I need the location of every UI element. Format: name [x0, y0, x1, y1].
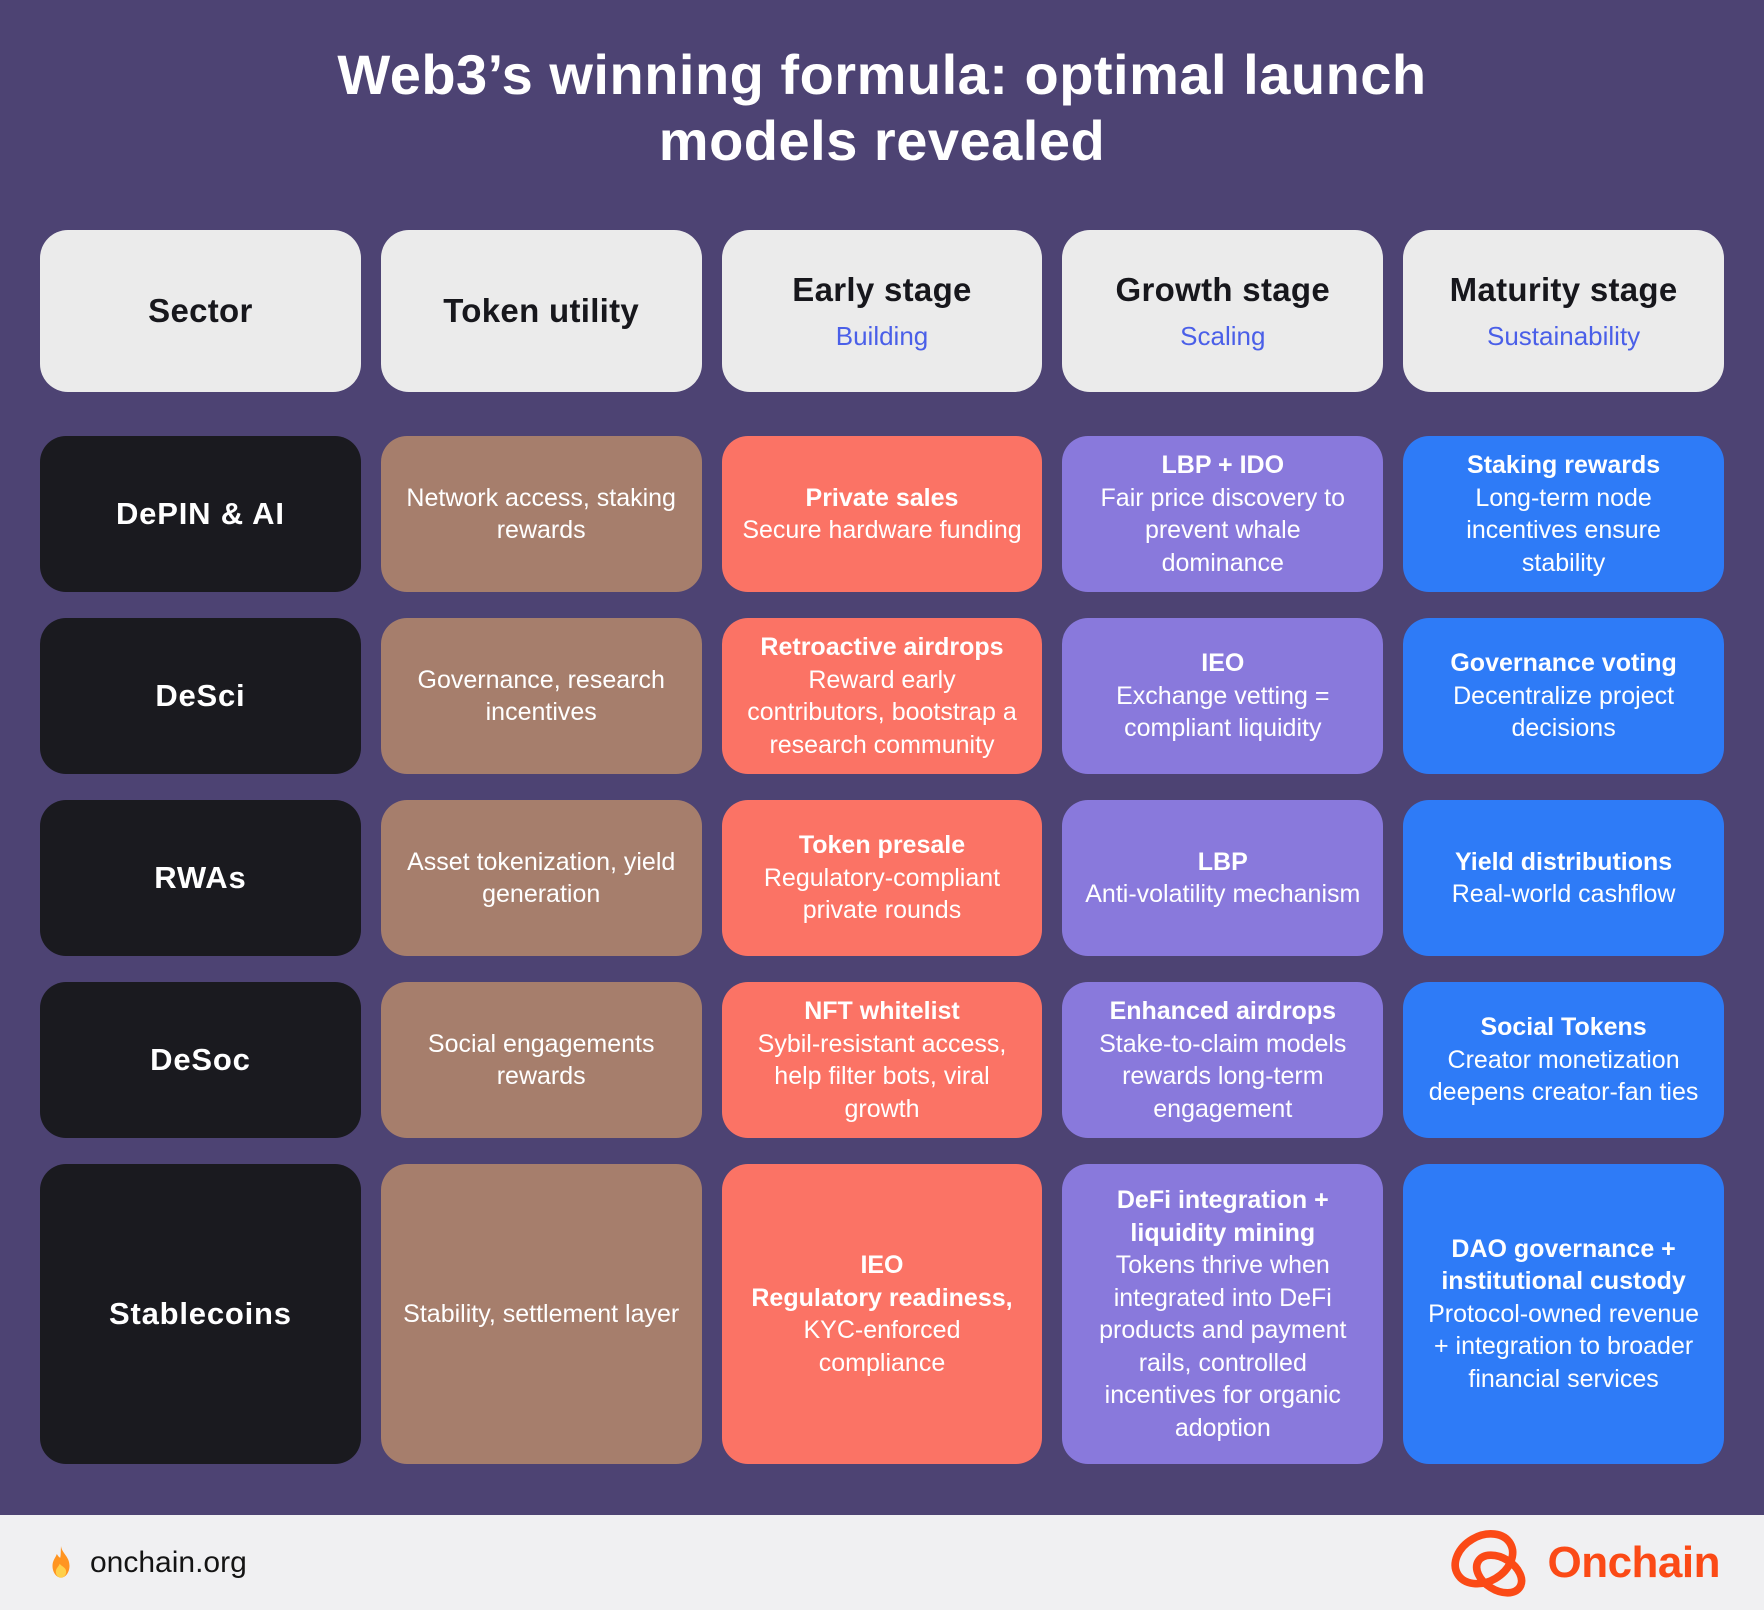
onchain-logo-icon — [1445, 1525, 1533, 1601]
table-row-desoc: DeSoc Social engagements rewards NFT whi… — [40, 982, 1724, 1139]
column-header-early-stage: Early stage Building — [721, 230, 1043, 393]
cell-title: Staking rewards — [1467, 451, 1661, 480]
table-body: DePIN & AI Network access, staking rewar… — [0, 436, 1764, 1465]
cell-body: Tokens thrive when integrated into DeFi … — [1099, 1251, 1347, 1442]
maturity-stage-cell: Governance voting Decentralize project d… — [1403, 618, 1724, 775]
column-header-subtitle: Building — [835, 320, 929, 351]
cell-title: LBP — [1197, 847, 1248, 876]
column-header-growth-stage: Growth stage Scaling — [1062, 230, 1384, 393]
column-header-token-utility: Token utility — [380, 230, 702, 393]
token-utility-cell: Asset tokenization, yield generation — [380, 800, 702, 957]
early-stage-cell: IEO Regulatory readiness, KYC-enforced c… — [721, 1164, 1043, 1465]
cell-title: LBP + IDO — [1161, 451, 1285, 480]
footer-site-text: onchain.org — [90, 1545, 247, 1579]
sector-cell: DeSci — [40, 618, 361, 775]
early-stage-cell: Private sales Secure hardware funding — [721, 436, 1043, 593]
cell-title: DeFi integration + liquidity mining — [1116, 1186, 1329, 1247]
table-row-depin-ai: DePIN & AI Network access, staking rewar… — [40, 436, 1724, 593]
maturity-stage-cell: Yield distributions Real-world cashflow — [1403, 800, 1724, 957]
cell-title: Social Tokens — [1480, 1013, 1647, 1042]
growth-stage-cell: IEO Exchange vetting = compliant liquidi… — [1062, 618, 1384, 775]
growth-stage-cell: LBP Anti-volatility mechanism — [1062, 800, 1384, 957]
growth-stage-cell: DeFi integration + liquidity mining Toke… — [1062, 1164, 1384, 1465]
cell-title: Private sales — [805, 483, 959, 512]
sector-cell: Stablecoins — [40, 1164, 361, 1465]
cell-body: Protocol-owned revenue + integration to … — [1428, 1299, 1700, 1393]
maturity-stage-cell: DAO governance + institutional custody P… — [1403, 1164, 1724, 1465]
cell-body: Creator monetization deepens creator-fan… — [1428, 1045, 1699, 1107]
cell-body: Regulatory-compliant private rounds — [763, 863, 1001, 925]
footer-bar: onchain.org Onchain — [0, 1515, 1764, 1610]
column-header-sector: Sector — [40, 230, 361, 393]
cell-body: Long-term node incentives ensure stabili… — [1466, 483, 1661, 577]
cell-body: Stake-to-claim models rewards long-term … — [1099, 1029, 1347, 1123]
column-header-subtitle: Scaling — [1180, 320, 1266, 351]
column-header-label: Early stage — [792, 270, 972, 308]
cell-body: Anti-volatility mechanism — [1085, 880, 1361, 909]
cell-title: DAO governance + institutional custody — [1441, 1234, 1686, 1296]
cell-body: Reward early contributors, bootstrap a r… — [747, 665, 1017, 759]
onchain-brand-text: Onchain — [1547, 1537, 1720, 1587]
cell-body: Secure hardware funding — [742, 516, 1022, 545]
maturity-stage-cell: Staking rewards Long-term node incentive… — [1403, 436, 1724, 593]
column-header-maturity-stage: Maturity stage Sustainability — [1403, 230, 1724, 393]
footer-site-link[interactable]: onchain.org — [44, 1544, 247, 1582]
header-row: Sector Token utility Early stage Buildin… — [40, 230, 1724, 393]
cell-body: Real-world cashflow — [1451, 880, 1676, 909]
column-header-label: Token utility — [443, 292, 640, 330]
maturity-stage-cell: Social Tokens Creator monetization deepe… — [1403, 982, 1724, 1139]
table-row-stablecoins: Stablecoins Stability, settlement layer … — [40, 1164, 1724, 1465]
token-utility-cell: Network access, staking rewards — [380, 436, 702, 593]
page-title: Web3’s winning formula: optimal launch m… — [337, 43, 1427, 173]
cell-body: Sybil-resistant access, help filter bots… — [757, 1029, 1007, 1123]
early-stage-cell: NFT whitelist Sybil-resistant access, he… — [721, 982, 1043, 1139]
sector-cell: RWAs — [40, 800, 361, 957]
sector-cell: DeSoc — [40, 982, 361, 1139]
growth-stage-cell: LBP + IDO Fair price discovery to preven… — [1062, 436, 1384, 593]
sector-cell: DePIN & AI — [40, 436, 361, 593]
cell-body: KYC-enforced compliance — [803, 1316, 961, 1377]
column-header-label: Growth stage — [1115, 270, 1331, 308]
cell-body: Decentralize project decisions — [1453, 681, 1675, 743]
cell-body: Exchange vetting = compliant liquidity — [1116, 681, 1330, 743]
cell-title: Retroactive airdrops — [760, 633, 1004, 662]
table-row-rwas: RWAs Asset tokenization, yield generatio… — [40, 800, 1724, 957]
token-utility-cell: Governance, research incentives — [380, 618, 702, 775]
table-row-desci: DeSci Governance, research incentives Re… — [40, 618, 1724, 775]
cell-title: Yield distributions — [1455, 847, 1673, 876]
early-stage-cell: Retroactive airdrops Reward early contri… — [721, 618, 1043, 775]
cell-title: Governance voting — [1450, 649, 1677, 678]
column-header-label: Maturity stage — [1449, 270, 1678, 308]
cell-title: Token presale — [798, 831, 966, 860]
cell-title: IEO Regulatory readiness, — [751, 1251, 1013, 1312]
growth-stage-cell: Enhanced airdrops Stake-to-claim models … — [1062, 982, 1384, 1139]
cell-title: NFT whitelist — [804, 997, 960, 1026]
cell-title: Enhanced airdrops — [1109, 997, 1337, 1026]
token-utility-cell: Stability, settlement layer — [380, 1164, 702, 1465]
early-stage-cell: Token presale Regulatory-compliant priva… — [721, 800, 1043, 957]
token-utility-cell: Social engagements rewards — [380, 982, 702, 1139]
column-header-subtitle: Sustainability — [1486, 320, 1641, 351]
flame-icon — [44, 1544, 78, 1582]
cell-title: IEO — [1201, 649, 1245, 678]
column-header-label: Sector — [148, 292, 253, 330]
cell-body: Fair price discovery to prevent whale do… — [1100, 483, 1346, 577]
onchain-logo[interactable]: Onchain — [1445, 1525, 1720, 1601]
